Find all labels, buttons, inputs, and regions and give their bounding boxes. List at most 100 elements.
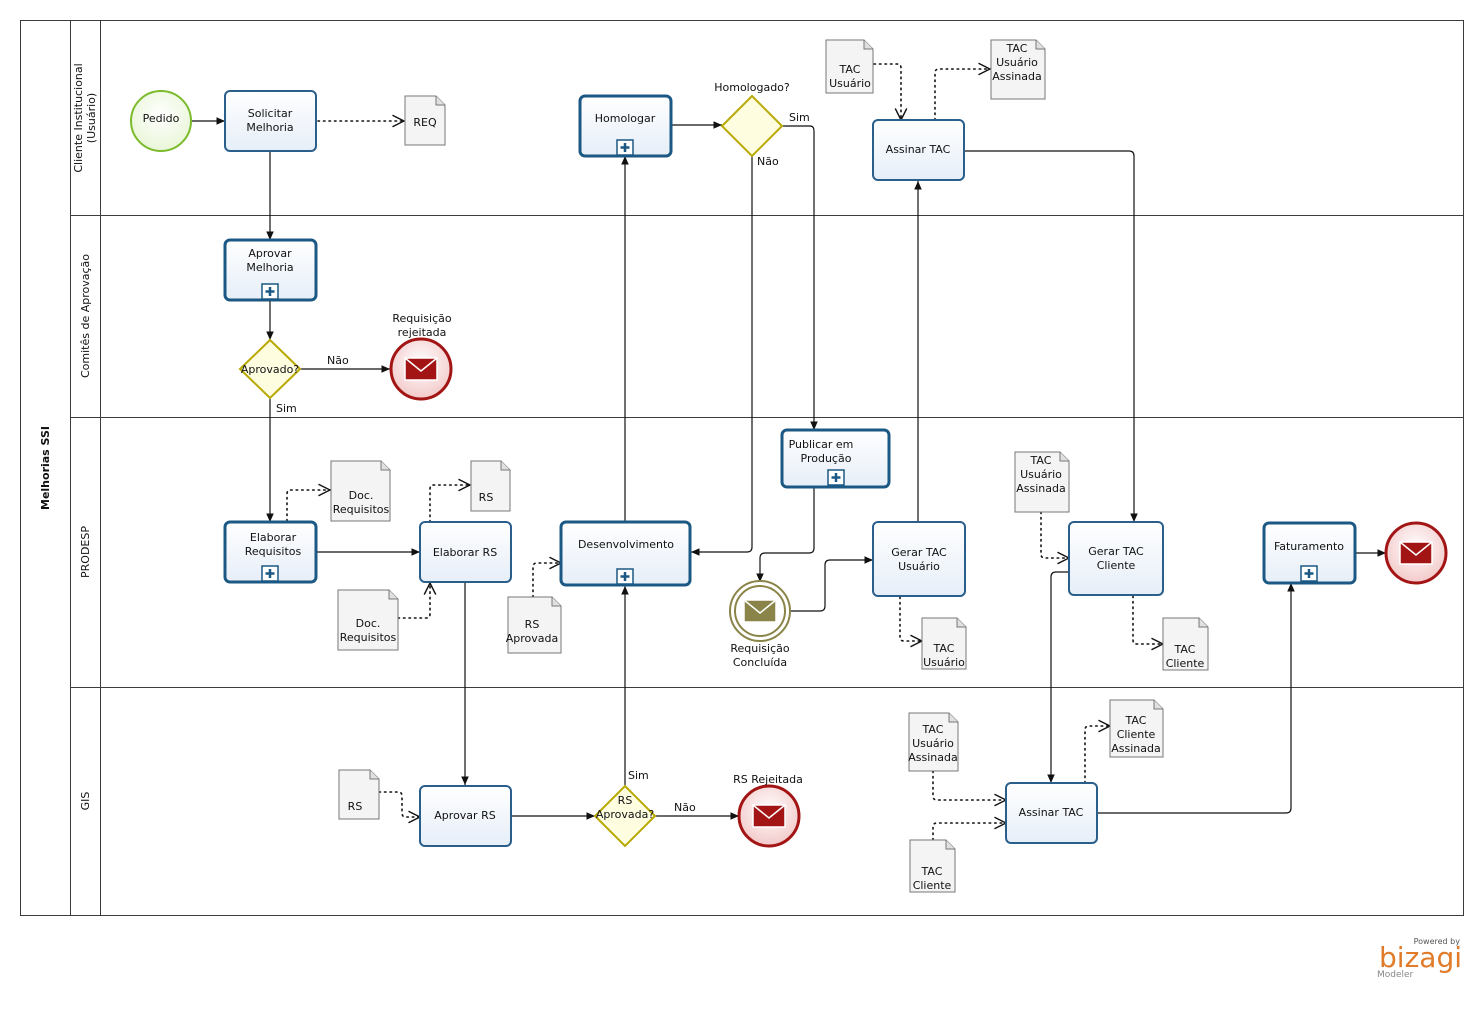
lane-label-comites: Comitês de Aprovação bbox=[79, 254, 92, 378]
lane-label-gis: GIS bbox=[79, 792, 92, 811]
doc-label: Aprovada bbox=[506, 632, 559, 645]
task-label: Produção bbox=[801, 452, 852, 465]
data-object-tac-usuario-out[interactable]: TAC Usuário bbox=[921, 617, 967, 670]
task-gerar-tac-usuario[interactable]: Gerar TAC Usuário bbox=[872, 521, 966, 597]
end-event-faturamento[interactable] bbox=[1384, 521, 1448, 585]
subprocess-publicar-producao[interactable]: Publicar em Produção bbox=[780, 428, 891, 489]
end-event-requisicao-rejeitada[interactable]: Requisição rejeitada bbox=[389, 312, 453, 401]
expand-plus-icon[interactable] bbox=[261, 283, 279, 300]
data-object-tac-usuario-assinada-gis[interactable]: TAC Usuário Assinada bbox=[908, 712, 959, 772]
subprocess-homologar[interactable]: Homologar bbox=[578, 94, 673, 158]
pool: Melhorias SSI bbox=[20, 20, 1464, 916]
task-label: Desenvolvimento bbox=[578, 538, 674, 551]
expand-plus-icon[interactable] bbox=[1300, 565, 1318, 582]
label-nao-rs: Não bbox=[674, 801, 696, 814]
brand-powered: Powered by bbox=[1414, 937, 1461, 946]
doc-label: TAC bbox=[839, 63, 861, 76]
start-event-pedido[interactable]: Pedido bbox=[130, 90, 192, 152]
doc-label: Assinada bbox=[1016, 482, 1065, 495]
gateway-homologado[interactable]: Homologado? bbox=[714, 81, 790, 158]
data-object-tac-cliente-out[interactable]: TAC Cliente bbox=[1162, 617, 1209, 671]
data-object-doc-requisitos-in[interactable]: Doc. Requisitos bbox=[337, 589, 399, 651]
task-aprovar-rs[interactable]: Aprovar RS bbox=[419, 785, 512, 847]
flow-evento-gerartac bbox=[790, 556, 873, 612]
data-object-req[interactable]: REQ bbox=[404, 95, 446, 146]
assoc-rs-rsdoc bbox=[429, 485, 470, 523]
pool-label: Melhorias SSI bbox=[39, 426, 52, 510]
task-label: Gerar TAC bbox=[891, 546, 947, 559]
doc-label: Requisitos bbox=[340, 631, 397, 644]
assoc-assinar-tacassinada bbox=[934, 69, 990, 121]
end-event-label-2: rejeitada bbox=[398, 326, 447, 339]
subprocess-faturamento[interactable]: Faturamento bbox=[1262, 521, 1357, 585]
expand-plus-icon[interactable] bbox=[616, 568, 634, 585]
expand-plus-icon[interactable] bbox=[261, 565, 279, 582]
task-assinar-tac-gis[interactable]: Assinar TAC bbox=[1005, 782, 1098, 844]
assoc-taccliente-assinargis bbox=[932, 823, 1006, 841]
assoc-tacassinada-gerarcliente bbox=[1040, 511, 1069, 558]
end-event-label-1: Requisição bbox=[392, 312, 452, 325]
doc-label: Assinada bbox=[1111, 742, 1160, 755]
envelope-icon bbox=[752, 804, 786, 828]
expand-plus-icon[interactable] bbox=[827, 469, 845, 486]
task-elaborar-rs[interactable]: Elaborar RS bbox=[419, 521, 512, 583]
task-label: Faturamento bbox=[1274, 540, 1344, 553]
envelope-icon bbox=[404, 357, 438, 381]
task-label: Cliente bbox=[1097, 559, 1136, 572]
doc-label: Usuário bbox=[912, 737, 954, 750]
doc-label: REQ bbox=[413, 116, 437, 129]
task-label: Elaborar bbox=[250, 531, 297, 544]
doc-label: Cliente bbox=[913, 879, 952, 892]
end-event-rs-rejeitada[interactable]: RS Rejeitada bbox=[733, 773, 803, 848]
task-gerar-tac-cliente[interactable]: Gerar TAC Cliente bbox=[1068, 521, 1164, 596]
expand-plus-icon[interactable] bbox=[616, 139, 634, 156]
task-label: Melhoria bbox=[246, 121, 293, 134]
data-object-doc-requisitos-out[interactable]: Doc. Requisitos bbox=[330, 460, 391, 522]
data-object-rs-gis[interactable]: RS bbox=[338, 769, 380, 820]
doc-label: Cliente bbox=[1117, 728, 1156, 741]
subprocess-desenvolvimento[interactable]: Desenvolvimento bbox=[559, 520, 692, 587]
data-object-rs-out[interactable]: RS bbox=[470, 460, 511, 512]
label-sim-rs: Sim bbox=[628, 769, 649, 782]
doc-label: TAC bbox=[1174, 643, 1196, 656]
envelope-icon bbox=[1399, 541, 1433, 565]
data-object-tac-usuario-assinada-top[interactable]: TAC Usuário Assinada bbox=[990, 39, 1046, 100]
data-object-tac-usuario-assinada-prodesp[interactable]: TAC Usuário Assinada bbox=[1014, 451, 1070, 513]
data-object-tac-usuario-top[interactable]: TAC Usuário bbox=[825, 39, 874, 94]
data-object-rs-aprovada[interactable]: RS Aprovada bbox=[506, 596, 562, 654]
task-label: Elaborar RS bbox=[433, 546, 497, 559]
label-sim-aprovado: Sim bbox=[276, 402, 297, 415]
flow-assinar-gerartaccliente bbox=[964, 150, 1138, 522]
data-object-tac-cliente-gis[interactable]: TAC Cliente bbox=[909, 839, 956, 893]
doc-label: RS bbox=[348, 800, 363, 813]
bizagi-logo: Powered by bizagi Modeler bbox=[1377, 937, 1462, 980]
doc-label: TAC bbox=[922, 723, 944, 736]
gateway-rs-aprovada[interactable]: RS Aprovada? bbox=[593, 784, 657, 848]
doc-label: Usuário bbox=[996, 56, 1038, 69]
assoc-rs-aprovarrs bbox=[378, 791, 420, 817]
label-nao-homologado: Não bbox=[757, 155, 779, 168]
intermediate-event-requisicao-concluida[interactable]: Requisição Concluída bbox=[729, 580, 791, 669]
lane-label-cliente-sub: (Usuário) bbox=[85, 93, 98, 143]
subprocess-elaborar-requisitos[interactable]: Elaborar Requisitos bbox=[223, 520, 318, 584]
task-solicitar-melhoria[interactable]: Solicitar Melhoria bbox=[224, 90, 317, 152]
doc-label: RS bbox=[525, 618, 540, 631]
subprocess-aprovar-melhoria[interactable]: Aprovar Melhoria bbox=[223, 238, 318, 302]
doc-label: Usuário bbox=[1020, 468, 1062, 481]
task-label: Publicar em bbox=[789, 438, 854, 451]
doc-label: Doc. bbox=[356, 617, 381, 630]
data-object-tac-cliente-assinada[interactable]: TAC Cliente Assinada bbox=[1109, 699, 1164, 758]
doc-label: Usuário bbox=[829, 77, 871, 90]
gateway-aprovado[interactable]: Aprovado? bbox=[238, 338, 302, 400]
label-sim-homologado: Sim bbox=[789, 111, 810, 124]
task-assinar-tac-usuario[interactable]: Assinar TAC bbox=[872, 119, 965, 181]
doc-label: Requisitos bbox=[333, 503, 390, 516]
lane-labels: Cliente Institucional (Usuário) Comitês … bbox=[72, 63, 98, 810]
flow-assinargis-faturamento bbox=[1097, 583, 1295, 814]
lane-label-prodesp: PRODESP bbox=[79, 526, 92, 578]
doc-label: Doc. bbox=[349, 489, 374, 502]
assoc-docreq-rs bbox=[397, 583, 430, 619]
assoc-tac-assinar bbox=[873, 63, 901, 120]
doc-label: TAC bbox=[1125, 714, 1147, 727]
task-label: Solicitar bbox=[248, 107, 293, 120]
